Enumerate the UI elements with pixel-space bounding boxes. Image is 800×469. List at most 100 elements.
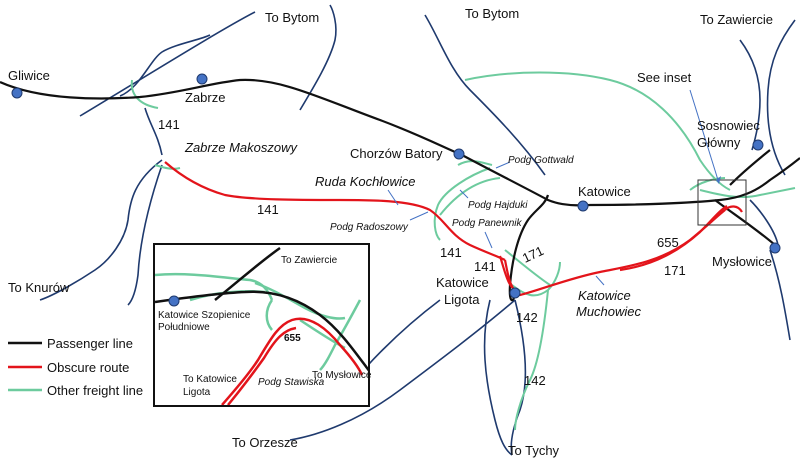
inset-passenger-1 — [155, 290, 368, 372]
branch-myslowice-south — [769, 249, 791, 341]
branch-to-bytom-center — [424, 14, 546, 176]
label-zabrze: Zabrze — [185, 90, 225, 105]
station-zabrze[interactable] — [196, 73, 208, 85]
passenger-to-myslowice — [714, 199, 776, 246]
inset-freight-1 — [155, 272, 274, 301]
freight-171-west — [504, 249, 551, 286]
inset-station-label-2: Południowe — [158, 322, 210, 333]
see-inset-arrow — [689, 89, 719, 181]
branch-zabrze-north — [119, 34, 211, 97]
station-sosnowiec[interactable] — [752, 139, 764, 151]
label-katowice: Katowice — [578, 184, 631, 199]
label-zabrze-makoszowy: Zabrze Makoszowy — [184, 140, 298, 155]
station-katowice[interactable] — [577, 200, 589, 212]
label-podg-hajduki: Podg Hajduki — [468, 200, 528, 211]
freight-east — [699, 187, 796, 199]
branch-to-orzesze — [289, 299, 516, 441]
label-podg-gottwald: Podg Gottwald — [508, 155, 574, 166]
freight-zabrze-west — [130, 79, 159, 109]
arrow-hajduki — [459, 189, 469, 199]
inset-to-katowice-2: Ligota — [183, 387, 211, 398]
passenger-to-sosnowiec — [729, 149, 771, 186]
inset-indicator-box — [697, 179, 747, 226]
dest-to-knurow: To Knurów — [8, 280, 70, 295]
branch-to-bytom-2 — [299, 4, 337, 111]
legend: Passenger line Obscure route Other freig… — [8, 336, 143, 398]
freight-inset-area — [689, 177, 726, 191]
passenger-gliwice-chorzow — [0, 78, 463, 157]
inset-station-label-1: Katowice Szopienice — [158, 310, 251, 321]
line-141-d: 141 — [474, 259, 496, 274]
line-171-b: 171 — [664, 263, 686, 278]
label-chorzow-batory: Chorzów Batory — [350, 146, 443, 161]
dest-to-bytom-2: To Bytom — [465, 6, 519, 21]
inset-lines — [155, 246, 368, 405]
branch-tychy-2 — [483, 299, 513, 456]
dest-to-zawiercie: To Zawiercie — [700, 12, 773, 27]
inset-line-655: 655 — [284, 333, 301, 344]
line-655: 655 — [657, 235, 679, 250]
obscure-hook — [724, 205, 743, 213]
inset-to-zawiercie: To Zawiercie — [281, 255, 338, 266]
branch-gliwice-bytom — [79, 11, 256, 117]
inset-podg-stawiska: Podg Stawiska — [258, 377, 325, 388]
arrow-muchowiec — [595, 275, 605, 286]
freight-hajduki — [433, 167, 491, 241]
passenger-katowice-ligota — [508, 194, 550, 302]
label-katowice-ligota-2: Ligota — [444, 292, 480, 307]
branch-myslowice-west — [749, 199, 779, 246]
label-katowice-muchowiec-2: Muchowiec — [576, 304, 642, 319]
inset-to-katowice-1: To Katowice — [183, 374, 237, 385]
line-141-b: 141 — [257, 202, 279, 217]
arrow-gottwald — [495, 161, 511, 169]
freight-makoszowy — [154, 164, 181, 170]
label-gliwice: Gliwice — [8, 68, 50, 83]
line-142-a: 142 — [516, 310, 538, 325]
inset-freight-5 — [319, 299, 362, 371]
station-katowice-ligota[interactable] — [509, 287, 521, 299]
freight-hajduki-2 — [439, 177, 501, 216]
branch-knurow-2 — [127, 164, 163, 306]
label-katowice-muchowiec-1: Katowice — [578, 288, 631, 303]
dest-to-tychy: To Tychy — [508, 443, 560, 458]
arrow-ruda — [387, 189, 399, 206]
label-myslowice: Mysłowice — [712, 254, 772, 269]
branch-east-1 — [766, 19, 796, 176]
line-141-a: 141 — [158, 117, 180, 132]
legend-obscure: Obscure route — [47, 360, 129, 375]
annotation-arrows — [387, 161, 605, 286]
inset-freight-3 — [254, 281, 346, 320]
freight-142-south — [514, 289, 549, 431]
passenger-lines — [0, 78, 800, 302]
label-podg-radoszowy: Podg Radoszowy — [330, 222, 409, 233]
label-podg-panewnik: Podg Panewnik — [452, 218, 522, 229]
branch-to-knurow — [39, 159, 163, 301]
legend-freight: Other freight line — [47, 383, 143, 398]
inset-panel: To Zawiercie Katowice Szopienice Południ… — [153, 243, 372, 407]
inset-freight-4 — [265, 299, 274, 331]
branch-141-north — [144, 107, 163, 156]
inset-to-myslowice: To Mysłowice — [312, 370, 372, 381]
label-ruda-kochlowice: Ruda Kochłowice — [315, 174, 415, 189]
dest-to-orzesze: To Orzesze — [232, 435, 298, 450]
arrow-radoszowy — [409, 211, 429, 221]
branch-lines — [39, 4, 796, 456]
line-142-b: 142 — [524, 373, 546, 388]
see-inset-arrow-head — [716, 176, 721, 184]
freight-lines — [130, 71, 796, 431]
branch-zawiercie — [739, 39, 761, 151]
station-gliwice[interactable] — [11, 87, 23, 99]
station-chorzow-batory[interactable] — [453, 148, 465, 160]
inset-passenger-2 — [214, 246, 281, 301]
freight-north-arc — [464, 71, 731, 191]
obscure-141 — [164, 161, 506, 261]
label-see-inset: See inset — [637, 70, 692, 85]
line-141-c: 141 — [440, 245, 462, 260]
passenger-katowice-sosnowiec — [589, 157, 800, 207]
arrow-panewnik — [484, 231, 493, 249]
station-myslowice[interactable] — [769, 242, 781, 254]
inset-station-szopienice[interactable] — [168, 295, 180, 307]
label-sosnowiec-1: Sosnowiec — [697, 118, 760, 133]
